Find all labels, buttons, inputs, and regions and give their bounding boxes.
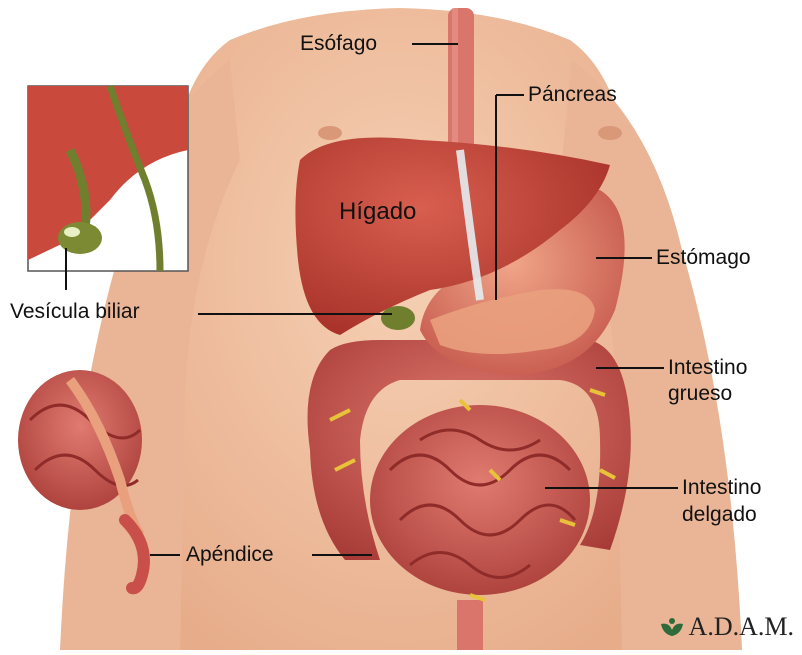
esophagus (448, 8, 474, 158)
adam-leaf-icon (659, 616, 685, 638)
label-pancreas: Páncreas (528, 83, 617, 107)
label-intestino-grueso-line1: Intestino (668, 356, 747, 380)
label-higado: Hígado (339, 198, 416, 226)
label-intestino-delgado-line2: delgado (682, 503, 757, 527)
label-vesicula-biliar: Vesícula biliar (10, 300, 140, 324)
gallbladder (381, 306, 415, 330)
label-estomago: Estómago (656, 246, 751, 270)
adam-logo: A.D.A.M. (659, 612, 794, 642)
right-nipple (598, 126, 622, 140)
label-intestino-delgado-line1: Intestino (682, 476, 761, 500)
adam-logo-text: A.D.A.M. (689, 612, 794, 642)
label-apendice: Apéndice (186, 543, 274, 567)
left-nipple (318, 126, 342, 140)
label-intestino-grueso-line2: grueso (668, 382, 732, 406)
small-intestine (370, 405, 590, 595)
gallbladder-inset (28, 86, 188, 271)
label-esofago: Esófago (300, 32, 377, 56)
